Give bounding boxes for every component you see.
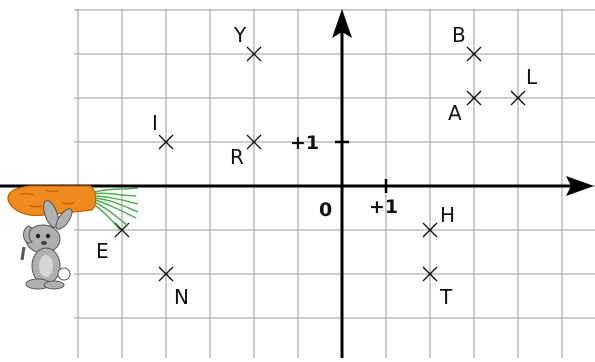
point-e: E <box>96 223 129 263</box>
point-label: L <box>526 65 538 89</box>
point-h: H <box>423 203 455 237</box>
point-a: A <box>448 91 481 125</box>
point-label: N <box>174 285 189 309</box>
point-y: Y <box>233 23 261 61</box>
point-label: I <box>152 111 158 135</box>
point-l: L <box>511 65 538 105</box>
point-i: I <box>152 111 173 149</box>
y-axis <box>332 9 352 358</box>
points-layer: B L A Y I R H T E N <box>96 23 538 309</box>
point-label: H <box>440 203 455 227</box>
point-r: R <box>230 135 261 169</box>
y-unit-label: +1 <box>290 132 319 154</box>
point-label: Y <box>233 23 247 47</box>
grid <box>74 9 595 358</box>
origin-label: 0 <box>319 199 332 221</box>
point-label: E <box>96 239 109 263</box>
point-label: B <box>452 23 466 47</box>
point-label: R <box>230 145 244 169</box>
point-b: B <box>452 23 481 61</box>
point-t: T <box>423 267 453 309</box>
x-unit-label: +1 <box>369 196 398 218</box>
point-n: N <box>159 267 189 309</box>
point-label: A <box>448 101 462 125</box>
point-label: T <box>439 285 453 309</box>
